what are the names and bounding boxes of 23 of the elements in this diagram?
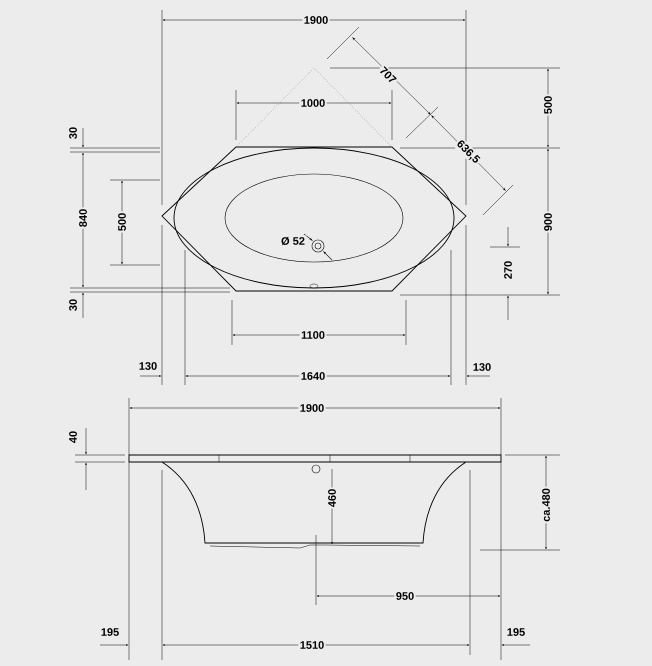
dimension-label: 1100 xyxy=(300,330,326,340)
dimension-label: 840 xyxy=(78,207,88,229)
dimension-label: 195 xyxy=(99,626,121,638)
dimension-label: 500 xyxy=(116,211,128,233)
dimension-label: 30 xyxy=(68,125,78,141)
dimension-label: 1000 xyxy=(299,98,327,108)
dimension-label: 1510 xyxy=(298,640,326,650)
dimension-label: 130 xyxy=(471,362,493,372)
dimension-label: 707 xyxy=(376,64,400,86)
dimension-label: 1900 xyxy=(298,402,326,414)
dimension-label: 270 xyxy=(502,259,514,281)
dimension-label: ca.480 xyxy=(540,486,552,524)
dimension-label: 950 xyxy=(394,590,416,602)
dimension-label: 30 xyxy=(68,297,78,313)
dimension-label: 460 xyxy=(326,487,338,509)
dimension-label: 195 xyxy=(505,626,527,638)
dimension-label: 130 xyxy=(137,360,159,372)
dimension-label: 40 xyxy=(68,429,78,445)
dimension-label: 1640 xyxy=(299,370,327,382)
dimension-label: 500 xyxy=(542,94,554,116)
dimension-label: Ø 52 xyxy=(280,235,306,247)
dimension-label: 900 xyxy=(542,211,554,233)
dimension-label: 1900 xyxy=(302,14,330,26)
